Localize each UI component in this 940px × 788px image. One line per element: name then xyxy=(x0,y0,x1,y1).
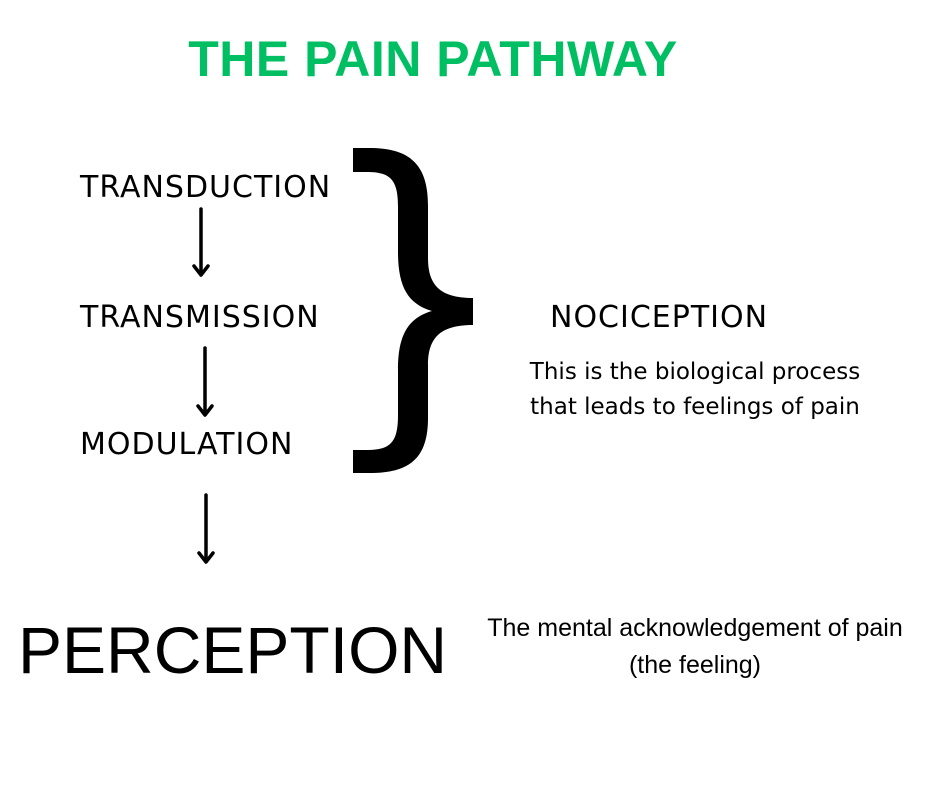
step-transduction: TRANSDUCTION xyxy=(80,170,332,205)
down-arrow-icon xyxy=(196,346,214,417)
down-arrow-icon xyxy=(192,207,210,277)
down-arrow-icon xyxy=(197,493,215,564)
diagram-title: THE PAIN PATHWAY xyxy=(188,31,678,87)
nociception-description: This is the biological process that lead… xyxy=(529,359,861,420)
outcome-perception: PERCEPTION xyxy=(18,613,448,687)
perception-description: The mental acknowledgement of pain (the … xyxy=(487,614,903,679)
grouping-nociception: NOCICEPTION xyxy=(550,300,769,335)
step-transmission: TRANSMISSION xyxy=(80,300,320,335)
step-modulation: MODULATION xyxy=(80,427,294,462)
right-curly-brace-icon xyxy=(353,148,473,473)
